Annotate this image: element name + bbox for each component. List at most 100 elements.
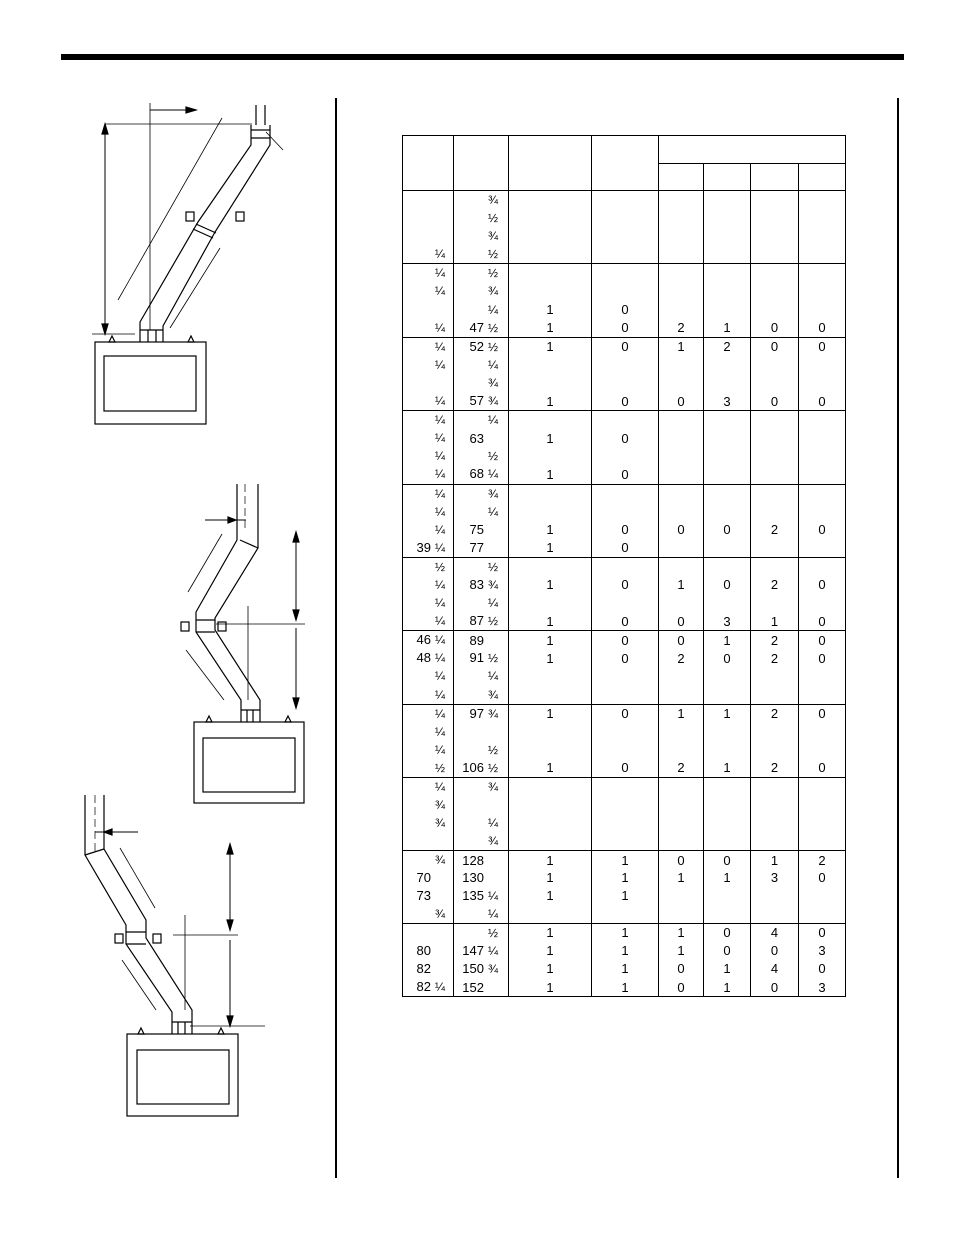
cell-count: 0 [591,300,659,319]
cell-b: ½ [453,209,509,228]
cell-a [402,300,454,319]
cell-b: 63 [453,429,509,448]
cell-fraction: ¼ [435,284,446,299]
cell-count [658,410,704,430]
cell-count [703,538,751,558]
cell-fraction: ¾ [488,961,499,976]
cell-count: 1 [658,869,704,887]
cell-count: 1 [750,850,799,870]
cell-whole: 52 [469,338,484,354]
cell-count [658,282,704,301]
cell-count: 1 [703,703,751,723]
cell-count [508,722,592,741]
cell-count: 0 [591,758,659,778]
cell-count: 0 [658,392,704,411]
cell-fraction: ¼ [435,980,446,995]
cell-whole: 83 [469,576,484,592]
cell-fraction: ¼ [435,504,446,519]
cell-count: 0 [798,649,846,668]
cell-count: 1 [591,869,659,887]
cell-count: 0 [798,520,846,539]
cell-count: 1 [591,978,659,998]
cell-b: ¾ [453,282,509,301]
cell-b: ¾ [453,483,509,503]
cell-count [658,796,704,815]
cell-count: 0 [703,922,751,942]
fireplace-window-3 [136,1049,230,1105]
cell-count: 0 [591,520,659,539]
cell-count: 0 [658,978,704,998]
cell-a: ½ [402,758,454,778]
cell-b: ½ [453,447,509,466]
cell-b: ¾ [453,373,509,393]
cell-count: 2 [750,758,799,778]
cell-fraction: ½ [435,760,446,775]
cell-a: ¼ [402,722,454,741]
cell-count: 1 [703,869,751,887]
cell-fraction: ¼ [435,742,446,757]
cell-count [591,483,659,503]
cell-a: ¼ [402,336,454,356]
cell-count [508,227,592,246]
cell-fraction: ¾ [488,394,499,409]
cell-count [658,594,704,613]
table-row: ¾ [402,190,846,210]
cell-a: ¼ [402,575,454,595]
cell-a [402,373,454,393]
cell-count: 0 [798,575,846,595]
cell-a: ¼ [402,318,454,338]
cell-a: 82 [402,959,454,979]
cell-count: 1 [703,959,751,979]
cell-count [658,814,704,833]
cell-a [402,832,454,851]
cell-count [750,502,799,521]
cell-count [798,300,846,319]
cell-b: ¼ [453,300,509,319]
cell-b: ½ [453,740,509,759]
table-row: ¾ [402,796,846,815]
header-rule [61,54,904,60]
cell-count: 1 [658,336,704,356]
cell-count [703,282,751,301]
cell-count [703,190,751,210]
cell-count [798,814,846,833]
cell-a: ¼ [402,410,454,430]
cell-count: 0 [798,336,846,356]
cell-a: ½ [402,556,454,576]
cell-fraction: ¼ [488,302,499,317]
cell-fraction: ¼ [435,467,446,482]
cell-count: 0 [750,941,799,960]
cell-count [508,282,592,301]
cell-a: ¾ [402,850,454,870]
cell-count [591,502,659,521]
cell-count [508,904,592,924]
cell-whole: 106 [462,759,484,775]
cell-count [750,227,799,246]
cell-count [798,740,846,759]
cell-count: 0 [591,392,659,411]
header-cell [402,135,454,191]
cell-count [798,832,846,851]
cell-fraction: ¼ [435,320,446,335]
cell-count: 1 [508,300,592,319]
cell-count: 1 [703,630,751,650]
cell-a: ¼ [402,263,454,283]
cell-fraction: ½ [488,211,499,226]
header-cell [508,135,592,191]
header-cell [591,135,659,191]
cell-count [508,245,592,264]
cell-b: 77 [453,538,509,558]
cell-count [658,777,704,797]
cell-whole: 97 [469,705,484,721]
